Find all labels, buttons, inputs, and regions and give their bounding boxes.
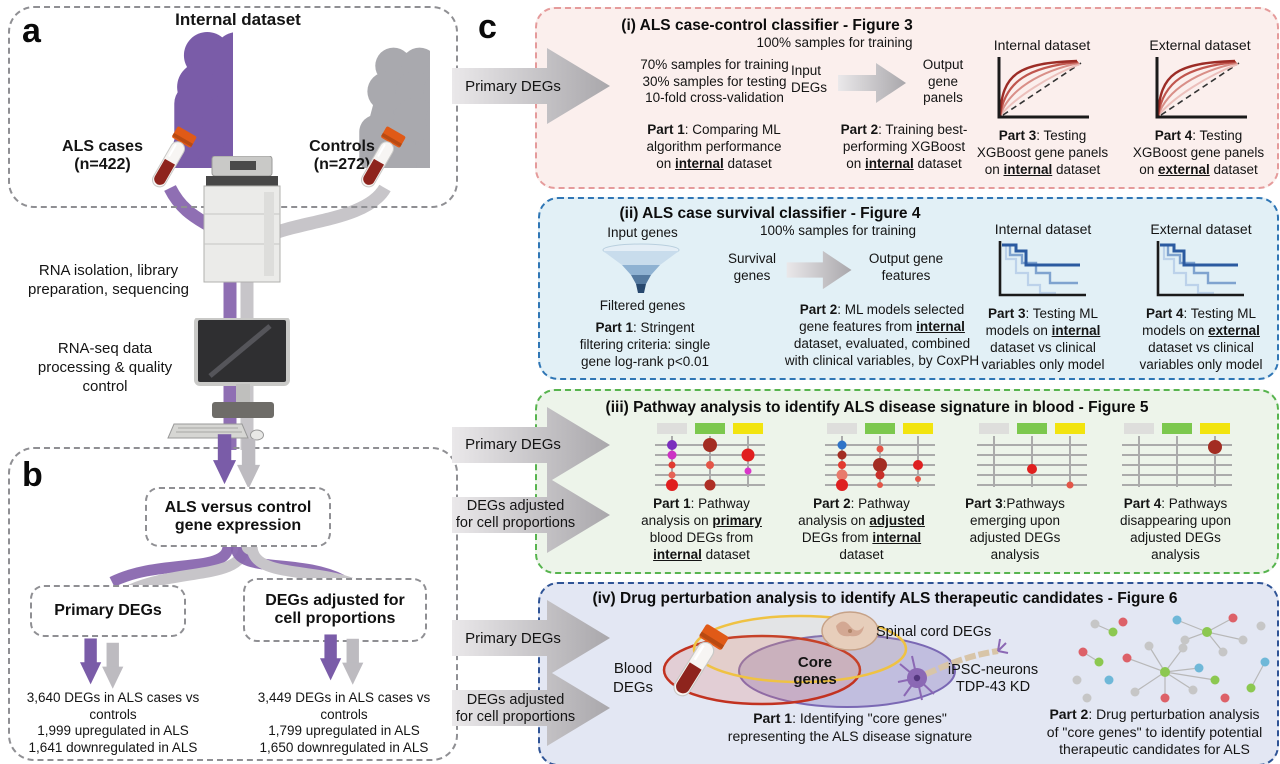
section-ii-output-features-label: Output gene features (868, 251, 944, 283)
workflow-step2-label: RNA-seq data processing & quality contro… (37, 340, 173, 395)
adjusted-degs-stats: 3,449 DEGs in ALS cases vs controls 1,79… (257, 690, 431, 756)
section-ii-100pct-label: 100% samples for training (759, 223, 917, 238)
section-ii-external-title: External dataset (1150, 221, 1252, 237)
section-iv-title: (iv) Drug perturbation analysis to ident… (592, 590, 1178, 607)
panel-c-label: c (478, 8, 497, 46)
section-i-input-degs-label: Input DEGs (791, 63, 828, 95)
section-iii-arrow1-label: Primary DEGs (465, 436, 561, 453)
pathway-bubbles-icon (1122, 421, 1232, 493)
pathway-bubbles-icon (977, 421, 1087, 489)
panel-a-title: Internal dataset (175, 10, 301, 29)
filter-funnel-icon (602, 243, 680, 293)
section-iv-core-genes-label: Core genes (793, 654, 837, 689)
section-ii-filtered-genes-label: Filtered genes (599, 298, 686, 313)
section-i-100pct-label: 100% samples for training (756, 35, 913, 50)
section-ii-input-genes-label: Input genes (607, 225, 678, 240)
section-i-external-title: External dataset (1149, 37, 1251, 53)
section-i-part2: Part 2: Training best-performing XGBoost… (840, 122, 968, 171)
monitor-icon (194, 318, 290, 418)
sequencer-icon (203, 156, 281, 283)
als-cases-label: ALS cases (n=422) (62, 138, 143, 173)
blood-tube-icon (145, 124, 199, 193)
blood-tube-icon (666, 622, 728, 703)
section-iv-drug-perturbation: (iv) Drug perturbation analysis to ident… (538, 582, 1279, 764)
right-arrow-icon (837, 61, 909, 105)
workflow-step1-label: RNA isolation, library preparation, sequ… (28, 262, 189, 298)
section-iii-pathway: (iii) Pathway analysis to identify ALS d… (535, 389, 1279, 574)
section-iv-arrow2-label: DEGs adjusted for cell proportions (455, 692, 576, 726)
section-i-title: (i) ALS case-control classifier - Figure… (621, 17, 913, 34)
kaplan-meier-icon (992, 239, 1090, 303)
section-iii-title: (iii) Pathway analysis to identify ALS d… (605, 399, 1149, 416)
section-i-internal-title: Internal dataset (993, 37, 1091, 53)
section-iv-neuron-label: iPSC-neurons TDP-43 KD (947, 662, 1039, 696)
als-vs-control-box: ALS versus control gene expression (145, 487, 331, 547)
section-ii-survival: (ii) ALS case survival classifier - Figu… (538, 197, 1279, 380)
right-arrow-icon (786, 249, 854, 291)
section-i-output-panels-label: Output gene panels (922, 57, 964, 106)
section-ii-survival-genes-label: Survival genes (727, 251, 776, 283)
roc-curves-icon (989, 55, 1093, 127)
kaplan-meier-icon (1150, 239, 1248, 303)
section-iv-arrow1-label: Primary DEGs (465, 630, 561, 647)
section-i-input-arrow-label: Primary DEGs (465, 78, 561, 95)
section-iv-part1: Part 1: Identifying "core genes"represen… (727, 710, 973, 744)
blood-tube-icon (354, 124, 408, 193)
section-ii-internal-title: Internal dataset (994, 221, 1092, 237)
section-i-training-split: 70% samples for training 30% samples for… (640, 57, 789, 106)
pathway-bubbles-icon (825, 421, 935, 491)
primary-degs-box: Primary DEGs (30, 585, 186, 637)
panel-b-border (8, 447, 458, 761)
double-down-arrow-icon (80, 638, 126, 690)
primary-degs-stats: 3,640 DEGs in ALS cases vs controls 1,99… (26, 690, 200, 756)
double-down-arrow-icon (320, 634, 366, 686)
panel-a-label: a (22, 12, 41, 50)
drug-network-icon (1072, 613, 1270, 703)
section-iv-spinal-label: Spinal cord DEGs (876, 624, 992, 640)
section-iii-arrow2-label: DEGs adjusted for cell proportions (455, 498, 576, 532)
section-i-case-control: (i) ALS case-control classifier - Figure… (535, 7, 1279, 189)
controls-label: Controls (n=272) (309, 138, 375, 173)
panel-b-label: b (22, 456, 43, 494)
section-ii-title: (ii) ALS case survival classifier - Figu… (619, 205, 921, 222)
pathway-bubbles-icon (655, 421, 765, 491)
roc-curves-icon (1147, 55, 1251, 127)
adjusted-degs-box: DEGs adjusted for cell proportions (243, 578, 427, 642)
double-down-arrow-icon (213, 434, 263, 490)
section-iv-blood-degs-label: Blood DEGs (612, 660, 653, 696)
